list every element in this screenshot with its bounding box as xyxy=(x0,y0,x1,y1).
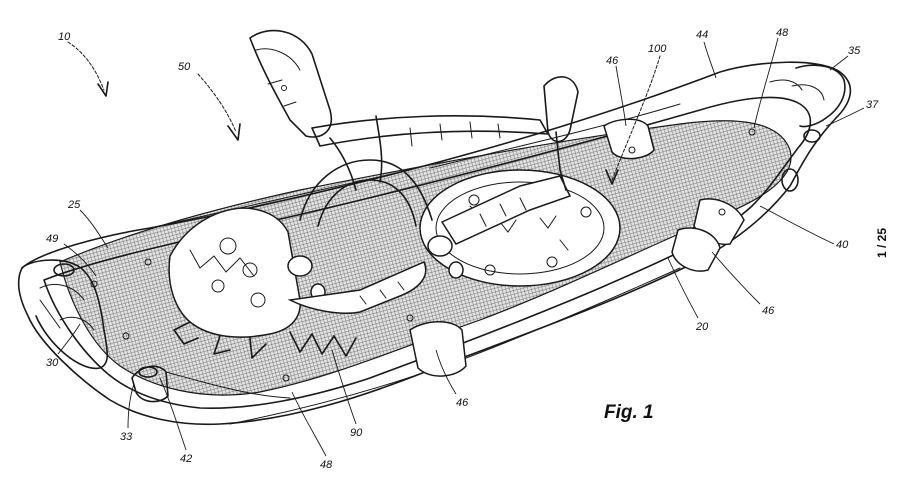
ref-label: 48 xyxy=(320,459,333,471)
binding-harness xyxy=(249,29,579,315)
claw-teeth xyxy=(289,331,357,357)
ref-label: 46 xyxy=(606,55,619,67)
ref-label: 35 xyxy=(848,45,861,57)
ref-label: 100 xyxy=(648,43,667,55)
reference-arrows xyxy=(67,41,661,185)
ref-label: 25 xyxy=(67,199,81,211)
rail-clip xyxy=(671,227,721,272)
rail-clip xyxy=(603,118,655,160)
leader-lines xyxy=(57,37,865,457)
ref-label: 46 xyxy=(456,397,469,409)
ref-label: 48 xyxy=(776,27,789,39)
heel-plate xyxy=(419,169,621,287)
reference-numerals: 10 50 46 100 44 48 35 37 25 49 40 46 20 … xyxy=(46,27,879,471)
ref-label: 33 xyxy=(120,431,133,443)
ref-label: 44 xyxy=(696,29,708,41)
ref-label: 37 xyxy=(866,99,879,111)
crampon-plate xyxy=(168,207,357,359)
sheet-number: 1 / 25 xyxy=(875,228,889,258)
rail-clip xyxy=(409,321,467,377)
ref-label: 20 xyxy=(695,321,709,333)
ref-label: 90 xyxy=(350,427,363,439)
ref-label: 30 xyxy=(46,357,59,369)
ref-label: 49 xyxy=(46,233,58,245)
heel-lift xyxy=(131,365,291,403)
figure-caption: Fig. 1 xyxy=(604,402,654,423)
ref-label: 40 xyxy=(836,239,849,251)
ref-label: 10 xyxy=(58,31,71,43)
ref-label: 46 xyxy=(762,305,775,317)
ref-label: 42 xyxy=(180,453,192,465)
ref-label: 50 xyxy=(178,61,191,73)
